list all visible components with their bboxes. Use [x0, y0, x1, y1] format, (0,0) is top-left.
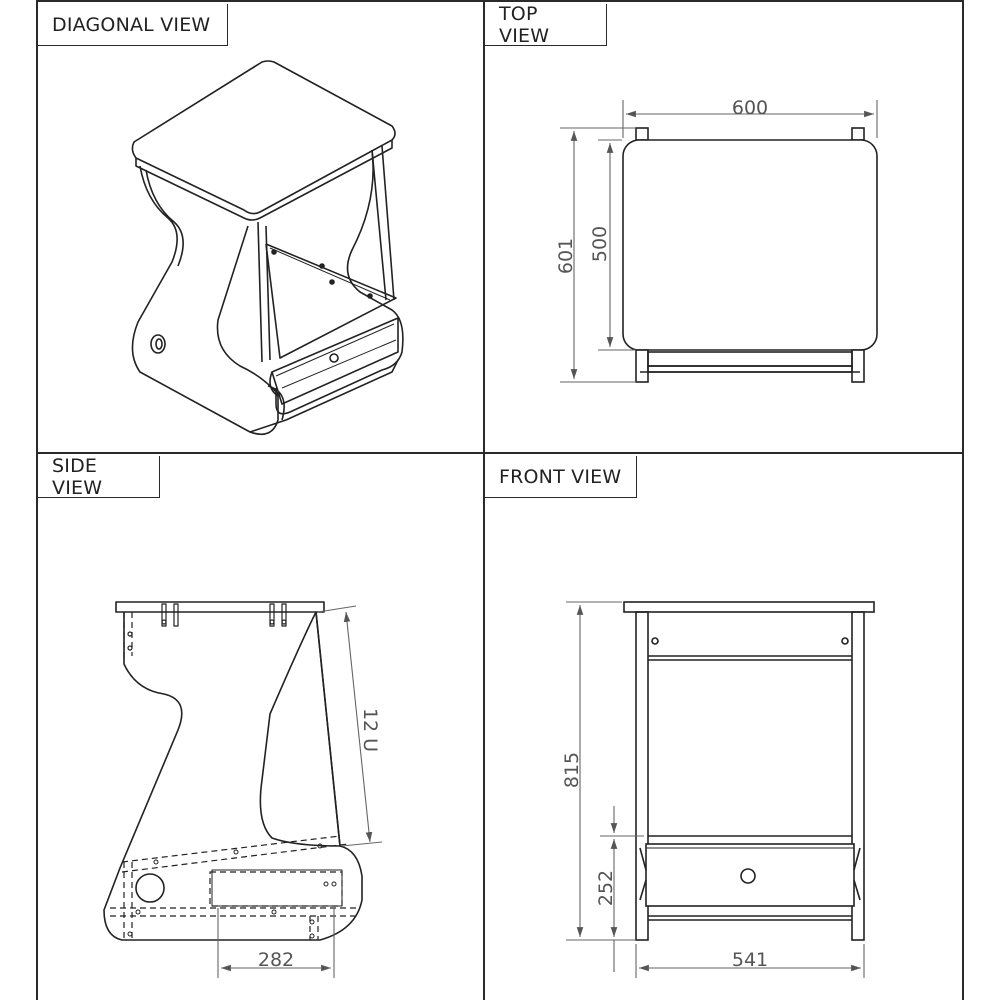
side-view-dimensions	[217, 605, 383, 978]
front-view-dimensions	[566, 601, 865, 978]
side-view-title: SIDE VIEW	[38, 455, 160, 499]
side-bottom-dimension: 282	[258, 949, 294, 971]
front-lower-dimension: 252	[595, 870, 617, 906]
diagonal-view-title: DIAGONAL VIEW	[38, 4, 228, 46]
frame-middle-divider	[36, 452, 964, 454]
front-view-title: FRONT VIEW	[485, 456, 637, 498]
side-view-drawing	[103, 601, 363, 941]
frame-right-border	[962, 0, 964, 1000]
frame-center-divider	[483, 0, 485, 1000]
top-width-dimension: 600	[732, 97, 768, 119]
drawing-sheet	[36, 0, 964, 1000]
top-view-drawing	[622, 127, 878, 383]
frame-top-border	[36, 0, 964, 2]
top-view-title: TOP VIEW	[485, 3, 607, 47]
top-view-dimensions	[560, 100, 878, 383]
frame-left-border	[36, 0, 38, 1000]
front-width-dimension: 541	[732, 949, 768, 971]
diagonal-view-drawing	[131, 60, 404, 436]
side-rack-units-dimension: 12 U	[359, 708, 381, 752]
top-inner-depth-dimension: 500	[589, 226, 611, 262]
front-view-drawing	[623, 601, 875, 941]
top-outer-depth-dimension: 601	[555, 238, 577, 274]
front-height-dimension: 815	[561, 752, 583, 788]
